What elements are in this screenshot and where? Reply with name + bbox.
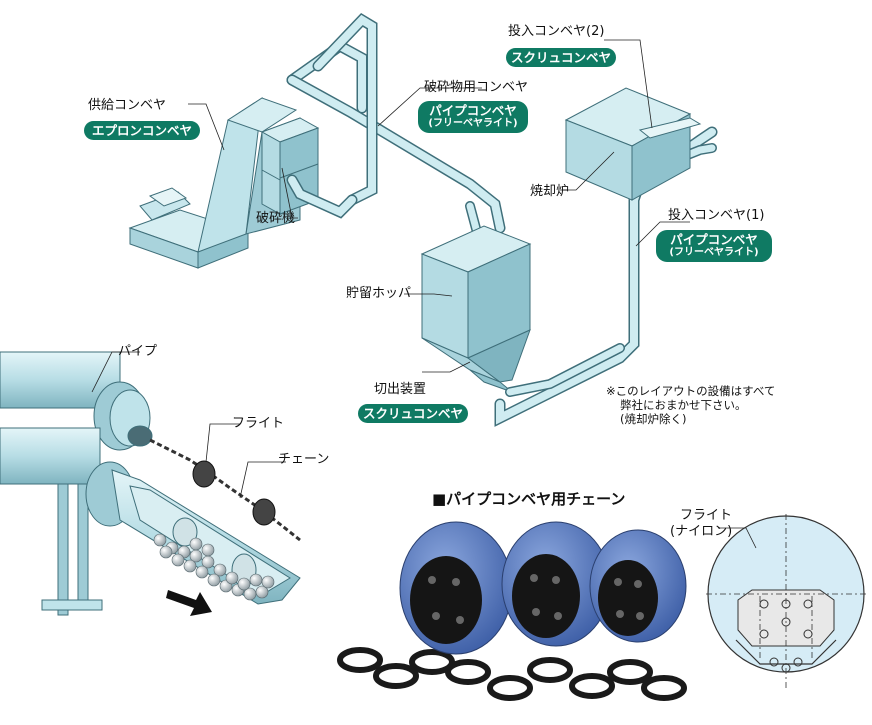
storage-hopper-label: 貯留ホッパ — [346, 286, 412, 301]
chain-photo — [337, 521, 687, 701]
crushed-conveyor-sub: (フリーベヤライト) — [428, 118, 518, 129]
pipe-label: パイプ — [118, 344, 158, 359]
flight-cross-section — [706, 514, 866, 690]
crushed-conveyor-type-badge: パイプコンベヤ (フリーベヤライト) — [418, 101, 528, 133]
input-conveyor-1-type-badge: パイプコンベヤ (フリーベヤライト) — [656, 230, 772, 262]
chain-label: チェーン — [278, 452, 330, 467]
flow-arrow-icon — [166, 590, 212, 616]
discharge-device-label: 切出装置 — [374, 382, 427, 397]
input-conveyor-1-type: パイプコンベヤ — [670, 232, 758, 247]
flight-material-label: (ナイロン) — [670, 524, 733, 539]
bulk-material-balls — [153, 533, 275, 601]
chain-section-heading: ■パイプコンベヤ用チェーン — [432, 490, 626, 508]
feed-conveyor-label: 供給コンベヤ — [88, 98, 167, 113]
note-line-3: (焼却炉除く) — [620, 412, 687, 426]
crushed-conveyor-type: パイプコンベヤ — [429, 103, 517, 118]
feed-conveyor-type-badge: エプロンコンベヤ — [84, 121, 200, 140]
note-line-1: ※このレイアウトの設備はすべて — [606, 384, 776, 398]
input-conveyor-2-type-badge: スクリュコンベヤ — [506, 48, 616, 67]
input-conveyor-2-label: 投入コンベヤ(2) — [508, 24, 605, 39]
incinerator-label: 焼却炉 — [530, 184, 570, 199]
crushed-conveyor-label: 破砕物用コンベヤ — [424, 80, 529, 95]
leader-lines — [91, 39, 757, 549]
crusher-label: 破砕機 — [256, 211, 296, 226]
note-line-2: 弊社におまかせ下さい。 — [620, 398, 747, 412]
pipe-conveyor-crushed — [286, 13, 506, 241]
discharge-device-type-badge: スクリュコンベヤ — [358, 404, 468, 423]
flight-label: フライト — [232, 416, 285, 431]
input-conveyor-1-label: 投入コンベヤ(1) — [668, 208, 765, 223]
pipe-detail-illustration — [0, 351, 301, 616]
incinerator — [564, 87, 702, 201]
flight-diagram-label: フライト — [680, 508, 733, 523]
input-conveyor-1-sub: (フリーベヤライト) — [669, 247, 759, 258]
storage-hopper — [420, 225, 532, 393]
